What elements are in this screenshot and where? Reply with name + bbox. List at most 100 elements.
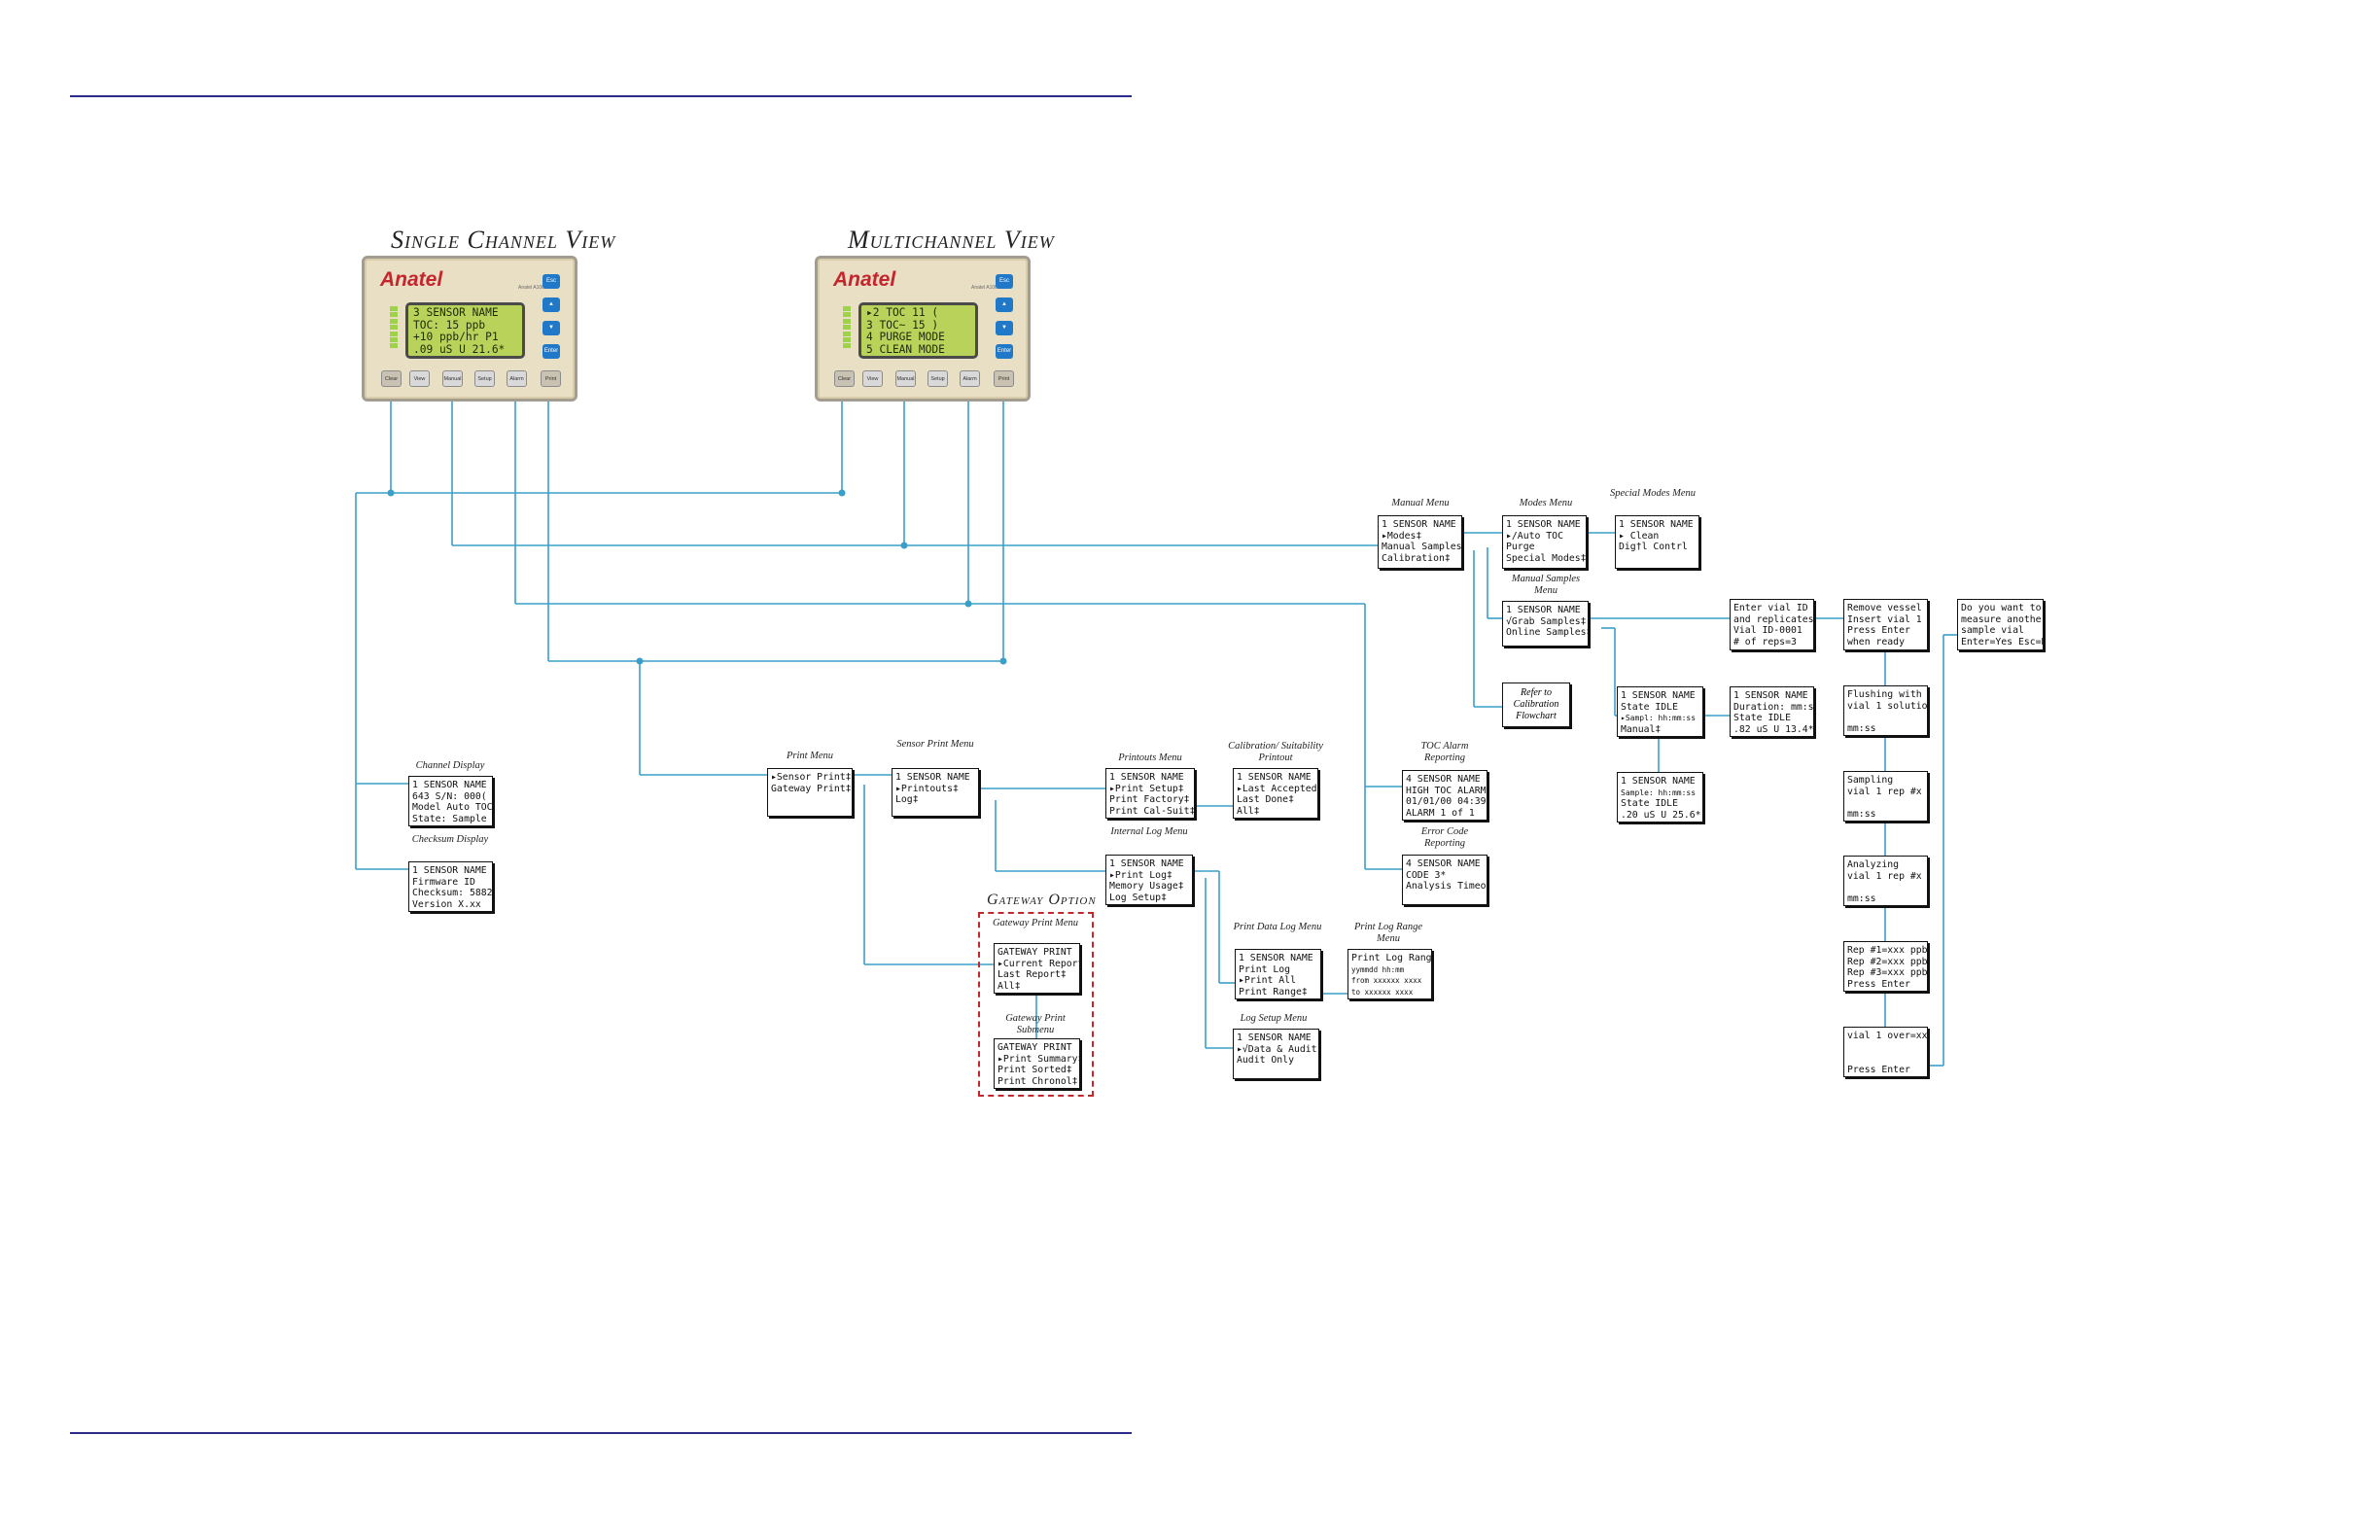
screen-line: Firmware ID [412, 876, 475, 888]
screen-line: Remove vessel [1847, 603, 1922, 613]
alarm-key[interactable]: Alarm [507, 370, 527, 387]
led-segment [843, 331, 851, 336]
gateway-print-menu-caption: Gateway Print Menu [992, 918, 1079, 928]
screen-line: mm:ss [1847, 808, 1876, 820]
enter-button[interactable]: Enter [542, 344, 560, 359]
calibration-printout-screen: 1 SENSOR NAME▸Last Accepted‡ Last Done‡ … [1233, 768, 1318, 819]
screen-line: ▸ Clean [1619, 530, 1660, 542]
brand-logo: Anatel [380, 268, 443, 291]
screen-line: .20 uS U 25.6* [1621, 809, 1701, 821]
screen-line: GATEWAY PRINT [998, 947, 1072, 958]
manual-samples-menu-caption: Manual Samples Menu [1511, 574, 1581, 596]
screen-line: Print Range‡ [1239, 986, 1308, 998]
manual-samples-menu-screen: 1 SENSOR NAME√Grab Samples‡ Online Sampl… [1502, 601, 1589, 647]
log-setup-menu-caption: Log Setup Menu [1240, 1013, 1308, 1024]
model-label: Anatel A1000 [518, 285, 547, 291]
led-bar-indicator [833, 306, 853, 355]
setup-key[interactable]: Setup [928, 370, 948, 387]
screen-line: Flushing with [1847, 689, 1922, 700]
manual-menu-screen: 1 SENSOR NAME▸Modes‡ Manual Samples‡ Cal… [1378, 515, 1462, 569]
setup-key[interactable]: Setup [474, 370, 495, 387]
screen-line: Analyzing [1847, 859, 1900, 870]
screen-line: State: Sample [412, 813, 487, 824]
screen-line: Duration: mm:ss [1733, 701, 1814, 713]
clear-key[interactable]: Clear [834, 370, 855, 387]
screen-line: Checksum: 5882 [412, 888, 493, 899]
screen-line: Log Setup‡ [1109, 892, 1167, 903]
up-arrow-button[interactable]: ▲ [996, 298, 1013, 312]
screen-line: Insert vial 1 [1847, 613, 1922, 625]
lcd-line: 5 CLEAN MODE [866, 342, 945, 356]
single-channel-view-title: Single Channel View [391, 226, 616, 254]
gateway-print-submenu-caption: Gateway Print Submenu [1005, 1013, 1066, 1035]
screen-line: Press Enter [1847, 625, 1910, 637]
screen-line: Rep #3=xxx ppb [1847, 967, 1928, 979]
view-key[interactable]: View [409, 370, 430, 387]
down-arrow-button[interactable]: ▼ [996, 321, 1013, 335]
screen-line: Do you want to [1961, 603, 2042, 613]
screen-line: ALARM 1 of 1 [1406, 807, 1475, 819]
screen-line: Rep #2=xxx ppb [1847, 956, 1928, 967]
screen-line: Print Chronol‡ [998, 1075, 1078, 1087]
screen-line [1847, 797, 1924, 809]
print-key[interactable]: Print [541, 370, 561, 387]
screen-line: Print Log [1239, 963, 1291, 975]
led-bar-indicator [380, 306, 400, 355]
screen-line: 4 SENSOR NAME [1406, 774, 1481, 785]
screen-line: Sample: hh:mm:ss [1621, 788, 1697, 797]
esc-button[interactable]: Esc [996, 274, 1013, 289]
screen-line: Press Enter [1847, 978, 1910, 990]
screen-line: Calibration‡ [1382, 552, 1451, 564]
internal-log-menu-caption: Internal Log Menu [1110, 826, 1188, 837]
screen-line: Audit Only [1237, 1055, 1294, 1067]
screen-line: HIGH TOC ALARM [1406, 785, 1487, 796]
screen-line: yymmdd hh:mm [1351, 964, 1405, 974]
esc-button[interactable]: Esc [542, 274, 560, 289]
screen-line: All‡ [998, 980, 1021, 992]
screen-line: 1 SENSOR NAME [412, 780, 487, 790]
print-log-range-menu-caption: Print Log Range Menu [1354, 922, 1422, 944]
internal-log-menu-screen: 1 SENSOR NAME▸Print Log‡ Memory Usage‡ L… [1105, 855, 1193, 905]
led-segment [390, 331, 398, 336]
print-menu-caption: Print Menu [786, 751, 834, 761]
screen-line: Memory Usage‡ [1109, 881, 1184, 892]
screen-line: 1 SENSOR NAME [1506, 605, 1581, 615]
screen-line: Last Done‡ [1237, 794, 1294, 806]
modes-menu-caption: Modes Menu [1519, 498, 1573, 508]
view-key[interactable]: View [862, 370, 883, 387]
enter-button[interactable]: Enter [996, 344, 1013, 359]
clear-key[interactable]: Clear [381, 370, 402, 387]
screen-line: Model Auto TOC [412, 802, 493, 814]
single-channel-device: Anatel Anatel A1000 3 SENSOR NAME TOC: 1… [362, 256, 578, 402]
up-arrow-button[interactable]: ▲ [542, 298, 560, 312]
down-arrow-button[interactable]: ▼ [542, 321, 560, 335]
screen-line [1847, 882, 1924, 893]
manual-key[interactable]: Manual [895, 370, 916, 387]
print-key[interactable]: Print [994, 370, 1014, 387]
screen-line: 1 SENSOR NAME [1109, 858, 1184, 869]
lcd-display: ▸2 TOC 11 ( 3 TOC~ 15 ) 4 PURGE MODE 5 C… [858, 302, 978, 359]
alarm-key[interactable]: Alarm [960, 370, 980, 387]
manual-key[interactable]: Manual [442, 370, 463, 387]
multichannel-view-title: Multichannel View [848, 226, 1055, 254]
print-data-log-menu-caption: Print Data Log Menu [1233, 922, 1322, 932]
print-data-log-menu-screen: 1 SENSOR NAME Print Log▸Print All Print … [1235, 949, 1321, 999]
screen-line: 643 S/N: 000( [412, 790, 487, 802]
screen-line: ▸/Auto TOC [1506, 530, 1563, 542]
screen-line: Version X.xx [412, 898, 481, 910]
manual-menu-caption: Manual Menu [1391, 498, 1450, 508]
screen-line: ▸Sensor Print‡ [771, 772, 852, 783]
screen-line: 01/01/00 04:39 [1406, 796, 1487, 808]
toc-alarm-reporting-caption: TOC Alarm Reporting [1420, 741, 1469, 763]
screen-line: Last Report‡ [998, 969, 1067, 981]
screen-line: 1 SENSOR NAME [1237, 1032, 1312, 1043]
